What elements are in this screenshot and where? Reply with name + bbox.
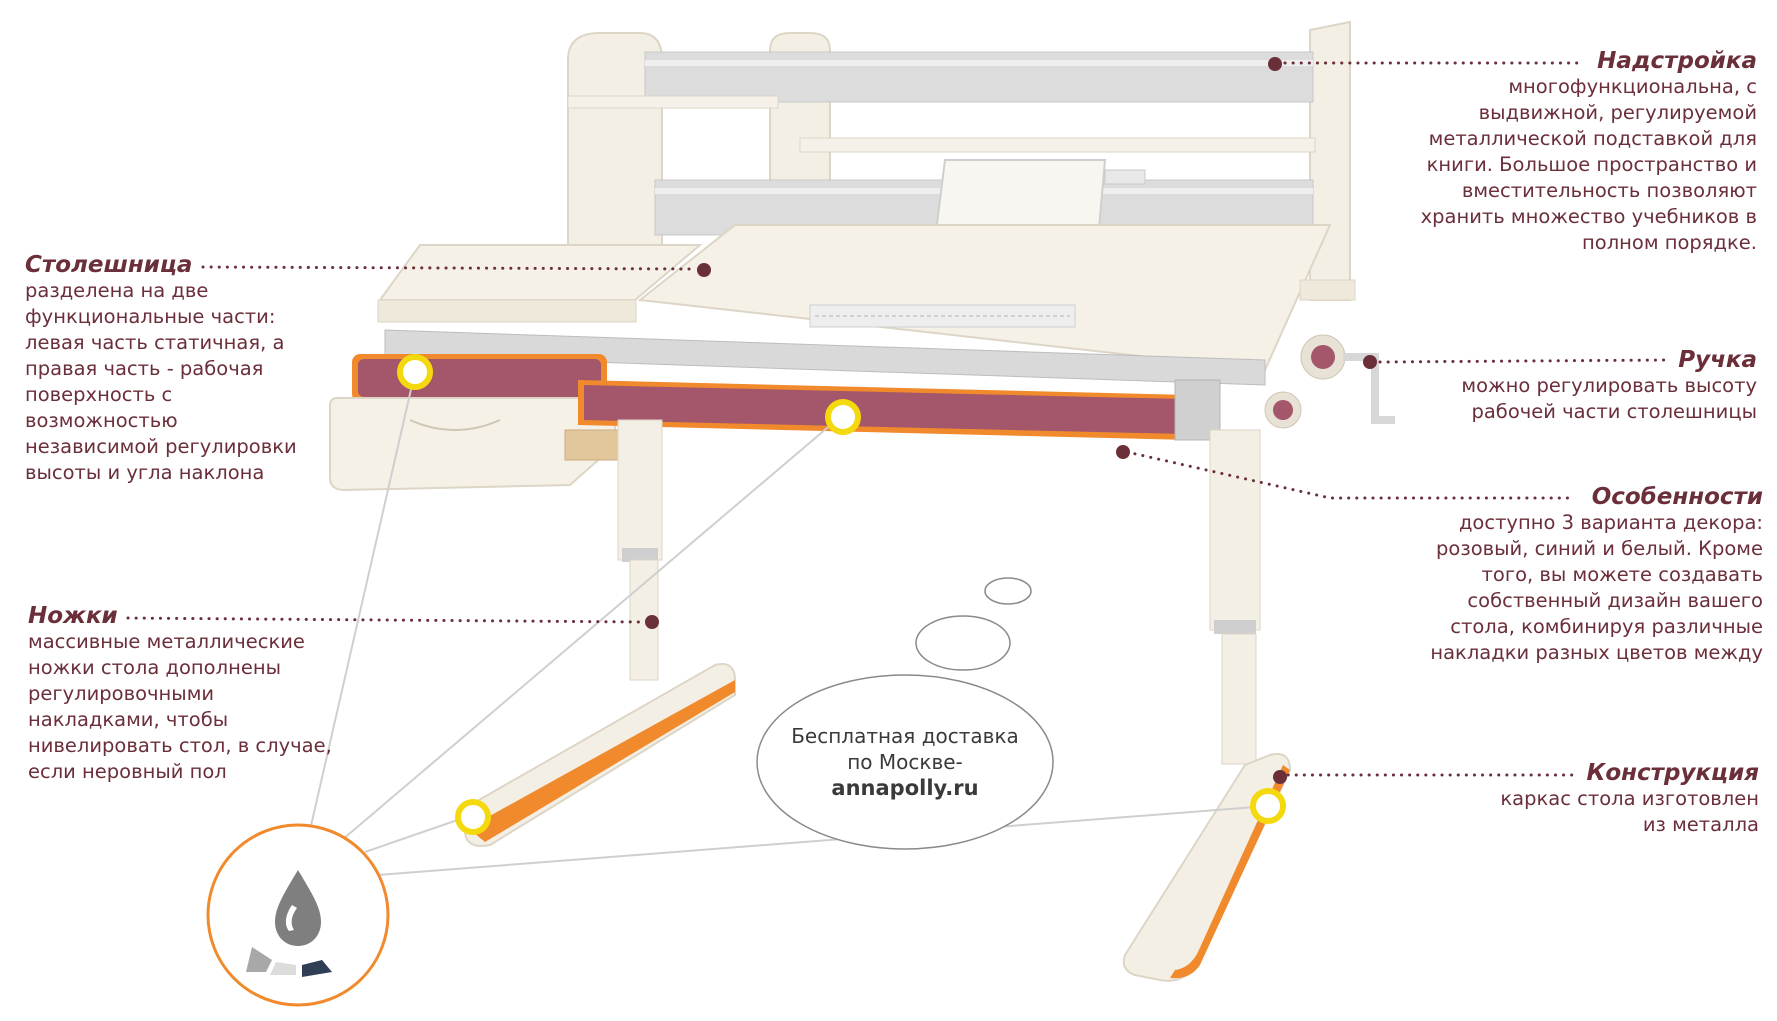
callout-osobennosti: Особенности доступно 3 варианта декора: … — [1430, 484, 1763, 666]
callout-konstruktsiya: Конструкция каркас стола изготовлен из м… — [1500, 760, 1759, 838]
text-line: розовый, синий и белый. Кроме — [1436, 537, 1763, 560]
text-line: вместительность позволяют — [1461, 179, 1757, 202]
text-line: разделена на две — [25, 279, 209, 302]
callout-title: Ручка — [1678, 347, 1757, 373]
callout-title: Ножки — [28, 603, 118, 629]
text-line: ножки стола дополнены — [28, 656, 281, 679]
text-line: массивные металлические — [28, 630, 305, 653]
text-line: можно регулировать высоту — [1461, 374, 1757, 397]
callout-title: Надстройка — [1597, 48, 1757, 74]
callout-stoleshnitsa: Столешница разделена на две функциональн… — [25, 252, 297, 486]
text-line: возможностью — [25, 409, 178, 432]
leader-endpoints — [645, 57, 1377, 784]
text-line: поверхность с — [25, 383, 173, 406]
water-drop-icon — [275, 870, 321, 946]
thought-bubble — [756, 577, 1054, 850]
callout-leaders — [126, 61, 1670, 777]
marker-right-foot — [1250, 788, 1286, 824]
text-line: регулировочными — [28, 682, 215, 705]
site-link[interactable]: annapolly.ru — [831, 776, 979, 800]
text-line: накладками, чтобы — [28, 708, 229, 731]
callout-ruchka: Ручка можно регулировать высоту рабочей … — [1461, 347, 1757, 425]
text-line: книги. Большое пространство и — [1426, 153, 1757, 176]
text-line: функциональные части: — [25, 305, 276, 328]
text-line: высоты и угла наклона — [25, 461, 265, 484]
color-options-inset — [206, 823, 390, 1007]
text-line: металлической подставкой для — [1428, 127, 1757, 150]
callout-body: каркас стола изготовлен из металла — [1500, 786, 1759, 838]
text-line: выдвижной, регулируемой — [1478, 101, 1757, 124]
swatch-grey — [246, 947, 272, 972]
text-line: если неровный пол — [28, 760, 227, 783]
marker-center-drawer — [825, 399, 861, 435]
callout-nozhki: Ножки массивные металлические ножки стол… — [28, 603, 332, 785]
text-line: рабочей части столешницы — [1471, 400, 1757, 423]
callout-body: можно регулировать высоту рабочей части … — [1461, 373, 1757, 425]
text-line: из металла — [1642, 813, 1759, 836]
text-line: каркас стола изготовлен — [1500, 787, 1759, 810]
text-line: правая часть - рабочая — [25, 357, 264, 380]
marker-left-foot — [455, 799, 491, 835]
swatch-blue — [302, 960, 332, 977]
callout-body: доступно 3 варианта декора: розовый, син… — [1430, 510, 1763, 666]
text-line: левая часть статичная, а — [25, 331, 285, 354]
desk-drawers — [329, 329, 1395, 492]
callout-nadstroyka: Надстройка многофункциональна, с выдвижн… — [1421, 48, 1757, 256]
text-line: многофункциональна, с — [1508, 75, 1757, 98]
callout-body: многофункциональна, с выдвижной, регулир… — [1421, 74, 1757, 256]
text-line: доступно 3 варианта декора: — [1458, 511, 1763, 534]
text-line: независимой регулировки — [25, 435, 297, 458]
feature-markers — [397, 354, 1286, 835]
callout-body: массивные металлические ножки стола допо… — [28, 629, 332, 785]
text-line: стола, комбинируя различные — [1450, 615, 1763, 638]
text-line: нивелировать стол, в случае, — [28, 734, 332, 757]
text-line: хранить множество учебников в — [1420, 205, 1757, 228]
swatch-white — [270, 962, 296, 975]
marker-left-drawer — [397, 354, 433, 390]
delivery-bubble-text: Бесплатная доставка по Москве- annapolly… — [755, 723, 1055, 801]
desk-top — [377, 224, 1356, 372]
callout-body: разделена на две функциональные части: л… — [25, 278, 297, 486]
callout-title: Особенности — [1591, 484, 1763, 510]
text-line: того, вы можете создавать — [1481, 563, 1763, 586]
text-line: полном порядке. — [1582, 231, 1757, 254]
delivery-line-2: по Москве- — [847, 750, 963, 774]
text-line: накладки разных цветов между — [1430, 641, 1763, 664]
text-line: собственный дизайн вашего — [1467, 589, 1763, 612]
callout-title: Конструкция — [1586, 760, 1759, 786]
delivery-line-1: Бесплатная доставка — [791, 724, 1019, 748]
inset-connector-lines — [309, 371, 1269, 876]
callout-title: Столешница — [25, 252, 193, 278]
